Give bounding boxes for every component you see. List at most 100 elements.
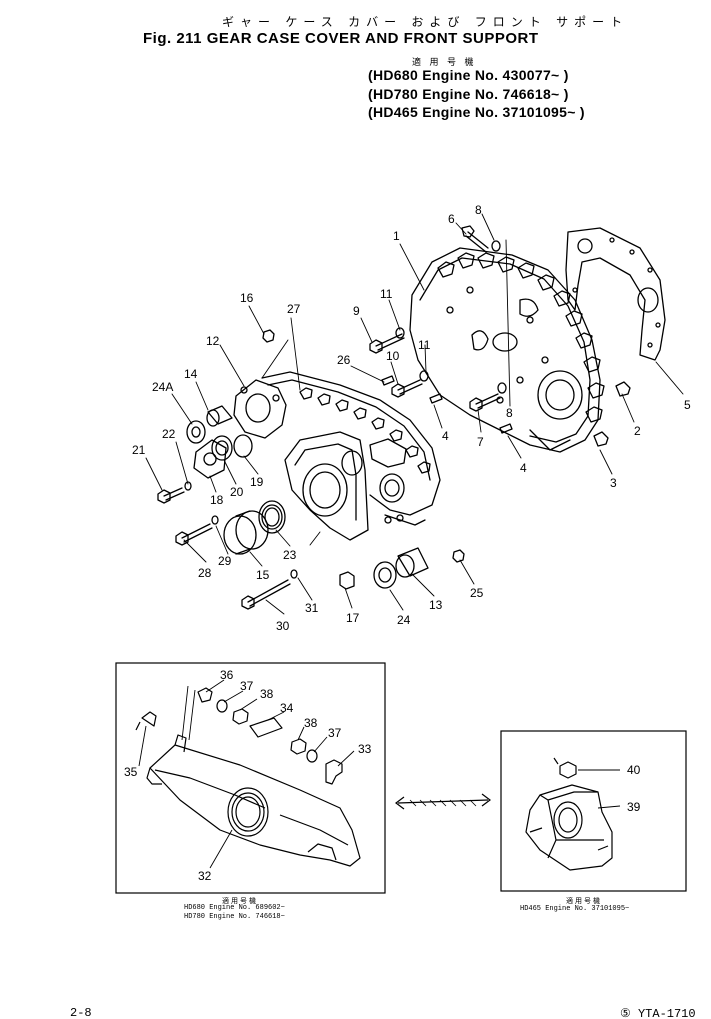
gear-case-housing <box>409 247 605 453</box>
callout-37a: 37 <box>240 679 254 693</box>
bolt-6 <box>461 225 501 253</box>
callout-24a: 24A <box>152 380 173 394</box>
callout-14: 14 <box>184 367 198 381</box>
fitting-36 <box>197 687 213 703</box>
callout-26: 26 <box>337 353 351 367</box>
callout-4b: 4 <box>520 461 527 475</box>
elbow-33 <box>325 759 343 785</box>
callout-2: 2 <box>634 424 641 438</box>
plug-16 <box>262 329 275 343</box>
title-japanese: ギャー ケース カバー および フロント サポート <box>222 15 629 29</box>
pipe-34 <box>249 717 283 738</box>
bolt-7 <box>469 382 507 412</box>
inset-right-caption-jp: 適用号機 <box>566 898 602 905</box>
callout-24: 24 <box>397 613 411 627</box>
applicability-hd780: (HD780 Engine No. 746618~ ) <box>368 86 569 102</box>
double-arrow <box>395 793 491 810</box>
callout-18: 18 <box>210 493 224 507</box>
callout-11a: 11 <box>380 287 393 301</box>
callout-20: 20 <box>230 485 244 499</box>
inset-left-caption-hd680: HD680 Engine No. 689602~ <box>184 904 285 912</box>
callout-labels: 1 2 3 4 4 5 6 7 8 8 9 10 11 11 12 13 14 … <box>124 203 691 883</box>
callout-30: 30 <box>276 619 290 633</box>
callout-10: 10 <box>386 349 400 363</box>
page-number: 2-8 <box>70 1006 92 1019</box>
dowel-pins <box>381 375 631 447</box>
callout-36: 36 <box>220 668 234 682</box>
inset-right-frame <box>500 730 687 892</box>
front-support-body <box>284 431 369 541</box>
washer-24a <box>186 420 206 444</box>
figure-title: Fig. 211 GEAR CASE COVER AND FRONT SUPPO… <box>143 30 539 47</box>
callout-27: 27 <box>287 302 301 316</box>
callout-16: 16 <box>240 291 254 305</box>
washer-37a <box>216 699 228 713</box>
nut-38b <box>290 738 307 755</box>
callout-40: 40 <box>627 763 641 777</box>
bolt-10 <box>391 370 429 398</box>
callout-31: 31 <box>305 601 319 615</box>
callout-4a: 4 <box>442 429 449 443</box>
document-code: ⑤ YTA-1710 <box>620 1007 696 1019</box>
inset-left-caption-hd780: HD780 Engine No. 746618~ <box>184 913 285 921</box>
applicable-japanese: 適 用 号 機 <box>412 57 477 67</box>
cap-18 <box>193 439 227 479</box>
callout-23: 23 <box>283 548 297 562</box>
callout-9: 9 <box>353 304 360 318</box>
callout-35: 35 <box>124 765 138 779</box>
bracket-32 <box>149 744 361 867</box>
washer-37b <box>306 749 318 763</box>
nut-38a <box>232 708 249 725</box>
bolt-21 <box>157 481 192 504</box>
inset-right-caption-hd465: HD465 Engine No. 37101095~ <box>520 905 630 913</box>
bearing-24 <box>373 561 397 589</box>
bearing-23 <box>258 500 286 534</box>
callout-37b: 37 <box>328 726 342 740</box>
callout-33: 33 <box>358 742 372 756</box>
bolt-9 <box>369 327 405 354</box>
callout-19: 19 <box>250 475 264 489</box>
applicability-hd680: (HD680 Engine No. 430077~ ) <box>368 67 569 83</box>
applicability-hd465: (HD465 Engine No. 37101095~ ) <box>368 104 585 120</box>
callout-34: 34 <box>280 701 294 715</box>
callout-11b: 11 <box>418 338 431 352</box>
callout-25: 25 <box>470 586 484 600</box>
callout-1: 1 <box>393 229 400 243</box>
plug-25 <box>452 549 465 563</box>
bushing-14 <box>206 405 233 427</box>
callout-15: 15 <box>256 568 270 582</box>
callout-12: 12 <box>206 334 220 348</box>
callout-32: 32 <box>198 869 212 883</box>
seal-20 <box>211 435 233 461</box>
callout-13: 13 <box>429 598 443 612</box>
callout-5: 5 <box>684 398 691 412</box>
callout-28: 28 <box>198 566 212 580</box>
callout-7: 7 <box>477 435 484 449</box>
callout-8a: 8 <box>475 203 482 217</box>
bolt-30 <box>241 569 298 610</box>
callout-29: 29 <box>218 554 232 568</box>
leader-lines-main <box>145 213 684 615</box>
o-ring-19 <box>233 434 253 458</box>
cover-plate <box>261 371 441 526</box>
inset-left-drawing <box>135 679 361 869</box>
callout-39: 39 <box>627 800 641 814</box>
callout-8b: 8 <box>506 406 513 420</box>
fitting-35 <box>135 711 157 731</box>
plug-17 <box>339 571 355 590</box>
callout-38a: 38 <box>260 687 274 701</box>
fitting-40 <box>553 757 577 779</box>
gasket-outline <box>565 227 666 361</box>
callout-22: 22 <box>162 427 176 441</box>
inset-left-frame <box>115 662 386 894</box>
seal-carrier <box>233 379 287 439</box>
support-39 <box>525 784 613 871</box>
callout-17: 17 <box>346 611 360 625</box>
bearing-15 <box>223 510 269 555</box>
callout-6: 6 <box>448 212 455 226</box>
callout-38b: 38 <box>304 716 318 730</box>
bushing-13 <box>395 547 429 578</box>
callout-21: 21 <box>132 443 146 457</box>
